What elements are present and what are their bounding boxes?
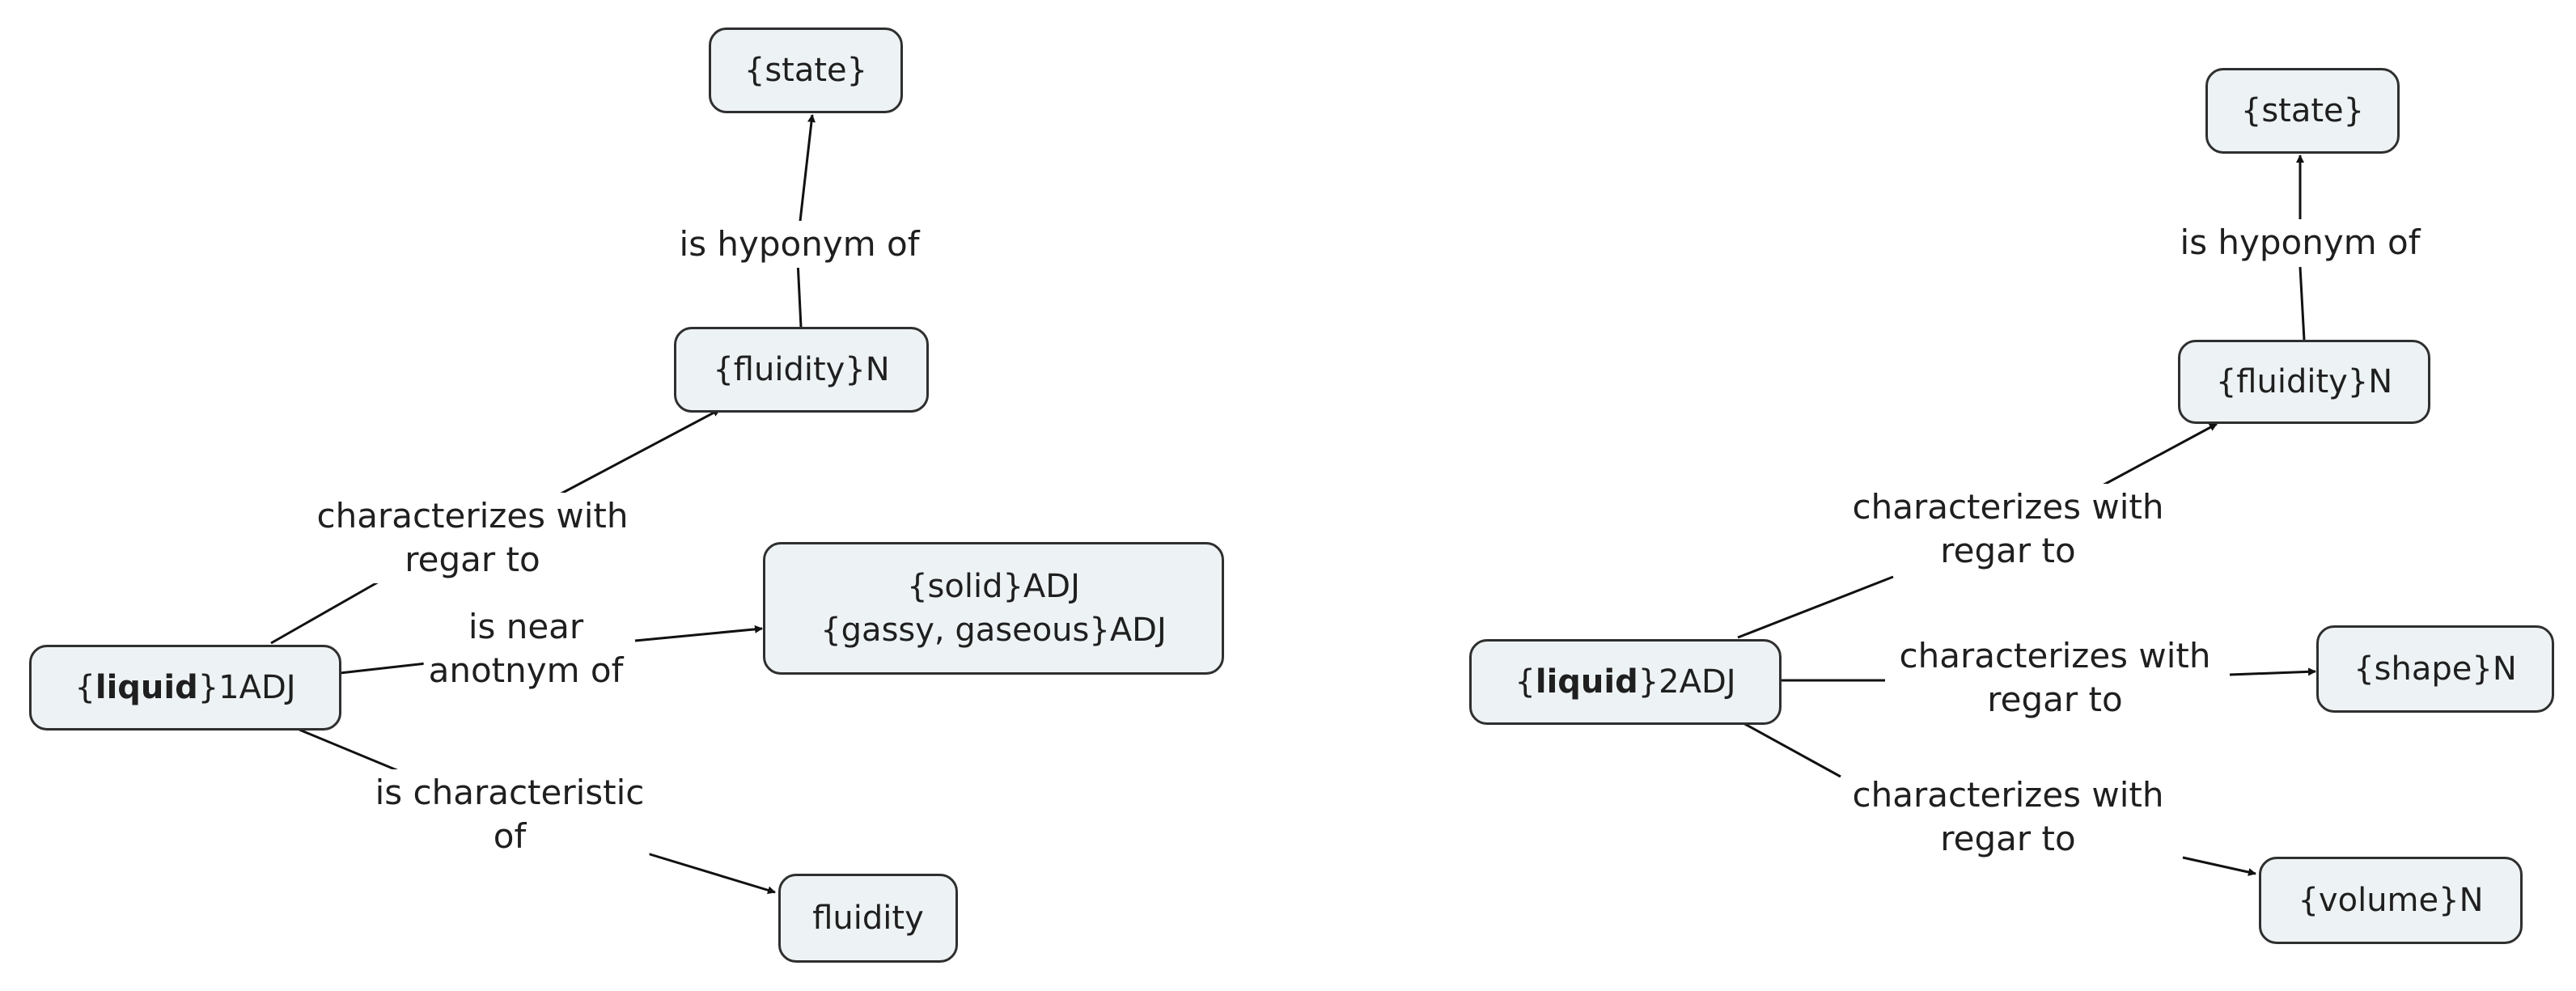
edge-right-char-volume-to-volume (2182, 856, 2256, 876)
edge-right-liquid-to-label-char-fluidity (1737, 575, 1894, 639)
concept-node-label: {shape}N (2354, 650, 2517, 688)
concept-node-label: {fluidity}N (713, 351, 890, 388)
edge-left-liquid-to-label-characteristic (299, 728, 409, 777)
concept-node-fluidity-n-left[interactable]: {fluidity}N (674, 327, 929, 413)
concept-node-label: {state} (744, 52, 868, 89)
edge-right-liquid-to-label-char-volume (1743, 722, 1841, 778)
concept-node-liquid-2adj[interactable]: {liquid}2ADJ (1469, 639, 1782, 725)
concept-node-state-left[interactable]: {state} (709, 28, 903, 113)
concept-node-label: {volume}N (2298, 882, 2484, 919)
link-label-is-hyponym-of-left: is hyponym of (674, 221, 925, 268)
concept-node-label: {liquid}1ADJ (74, 669, 296, 706)
concept-node-volume-n[interactable]: {volume}N (2259, 857, 2523, 944)
edge-left-characteristic-to-fluidity (646, 852, 776, 895)
concept-node-label: {state} (2240, 92, 2365, 129)
edge-left-characterizes-to-fluidity (557, 408, 721, 497)
edge-left-near-antonym-to-antonyms (634, 625, 763, 642)
edge-right-fluidity-to-label-hyponym (2298, 266, 2306, 341)
concept-node-fluidity-plain[interactable]: fluidity (778, 874, 958, 963)
edge-right-char-shape-to-shape (2229, 667, 2316, 676)
concept-node-label: {liquid}2ADJ (1515, 663, 1736, 701)
concept-node-state-right[interactable]: {state} (2205, 68, 2400, 154)
edge-right-char-fluidity-to-fluidity (2099, 422, 2218, 489)
concept-node-liquid-1adj[interactable]: {liquid}1ADJ (29, 645, 341, 731)
concept-node-label: {solid}ADJ {gassy, gaseous}ADJ (820, 568, 1167, 649)
link-label-is-hyponym-of-right: is hyponym of (2175, 219, 2426, 266)
edge-left-liquid-to-label-characterizes (270, 579, 381, 645)
concept-node-shape-n[interactable]: {shape}N (2316, 625, 2554, 713)
concept-node-label: {fluidity}N (2215, 363, 2393, 400)
concept-node-solid-gassy-adj[interactable]: {solid}ADJ {gassy, gaseous}ADJ (763, 542, 1224, 675)
concept-node-fluidity-n-right[interactable]: {fluidity}N (2178, 340, 2430, 424)
concept-node-label: fluidity (812, 900, 924, 937)
edge-left-hyponym-to-state (798, 114, 816, 229)
